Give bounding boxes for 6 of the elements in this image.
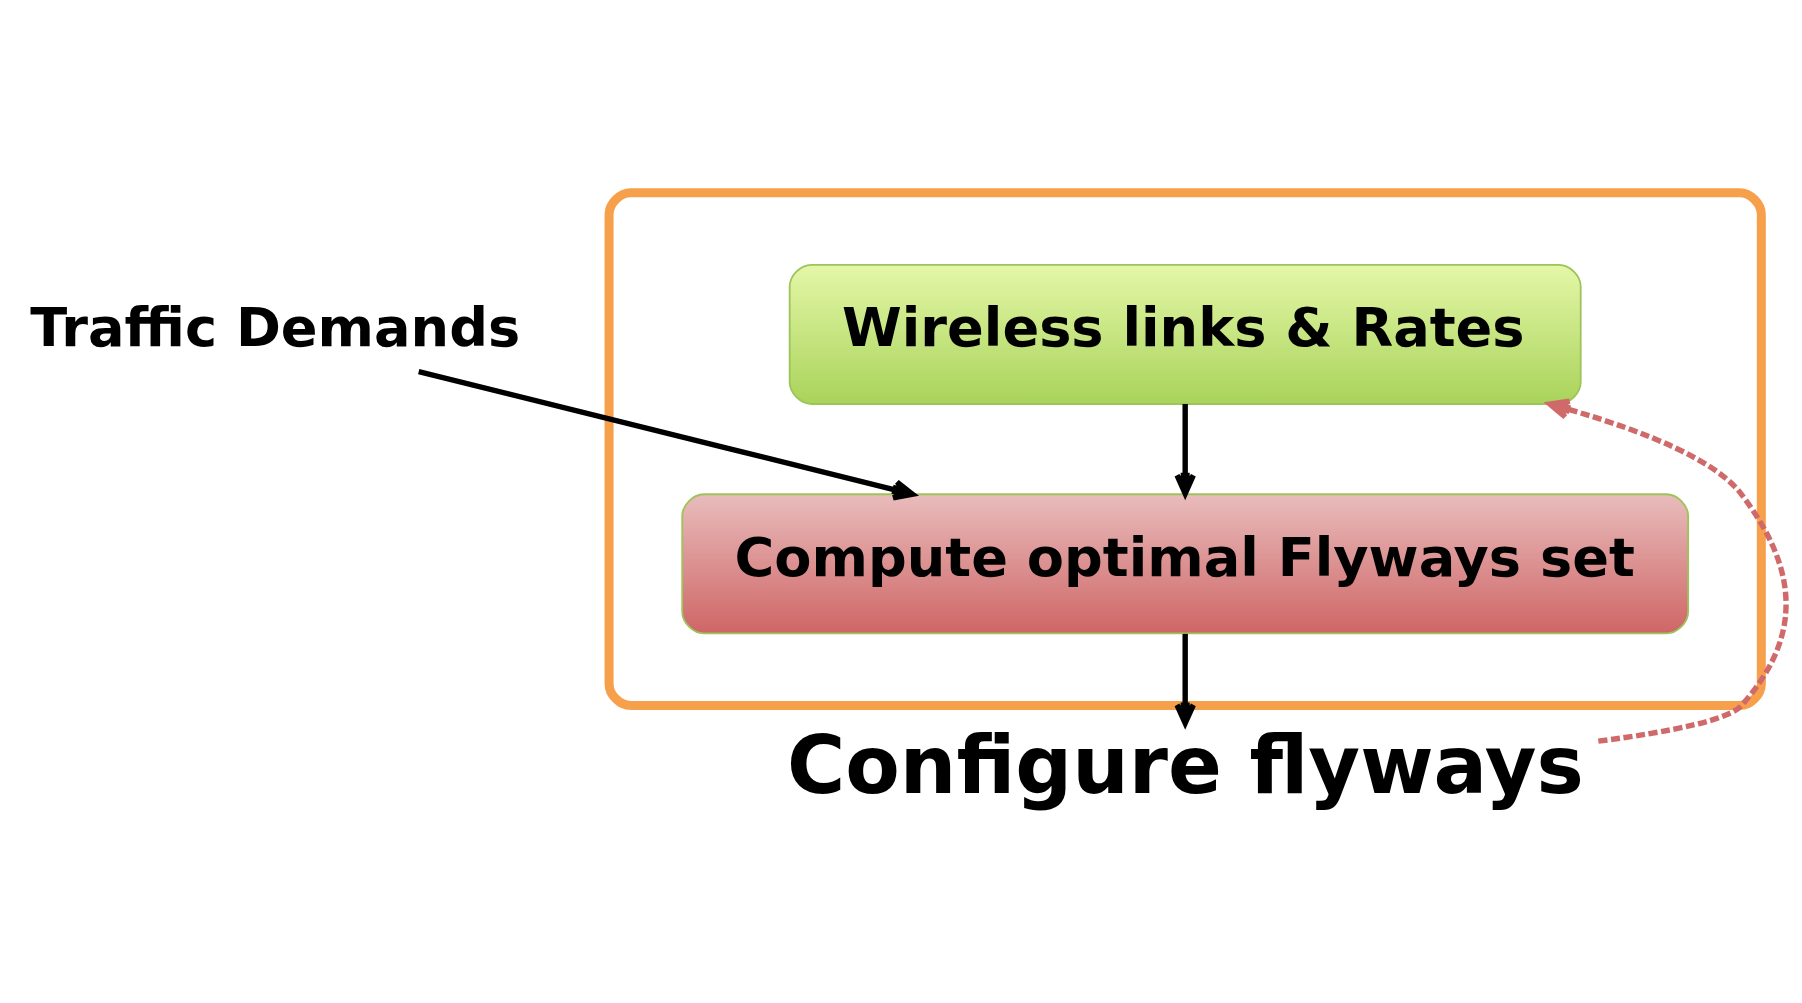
node-box: Wireless links & Rates: [788, 264, 1582, 405]
node-text: Configure flyways: [786, 718, 1584, 812]
arrow: [418, 368, 916, 501]
cluster: [604, 188, 1766, 711]
node-box: Compute optimal Flyways set: [681, 493, 1690, 635]
node-text: Traffic Demands: [30, 296, 521, 360]
